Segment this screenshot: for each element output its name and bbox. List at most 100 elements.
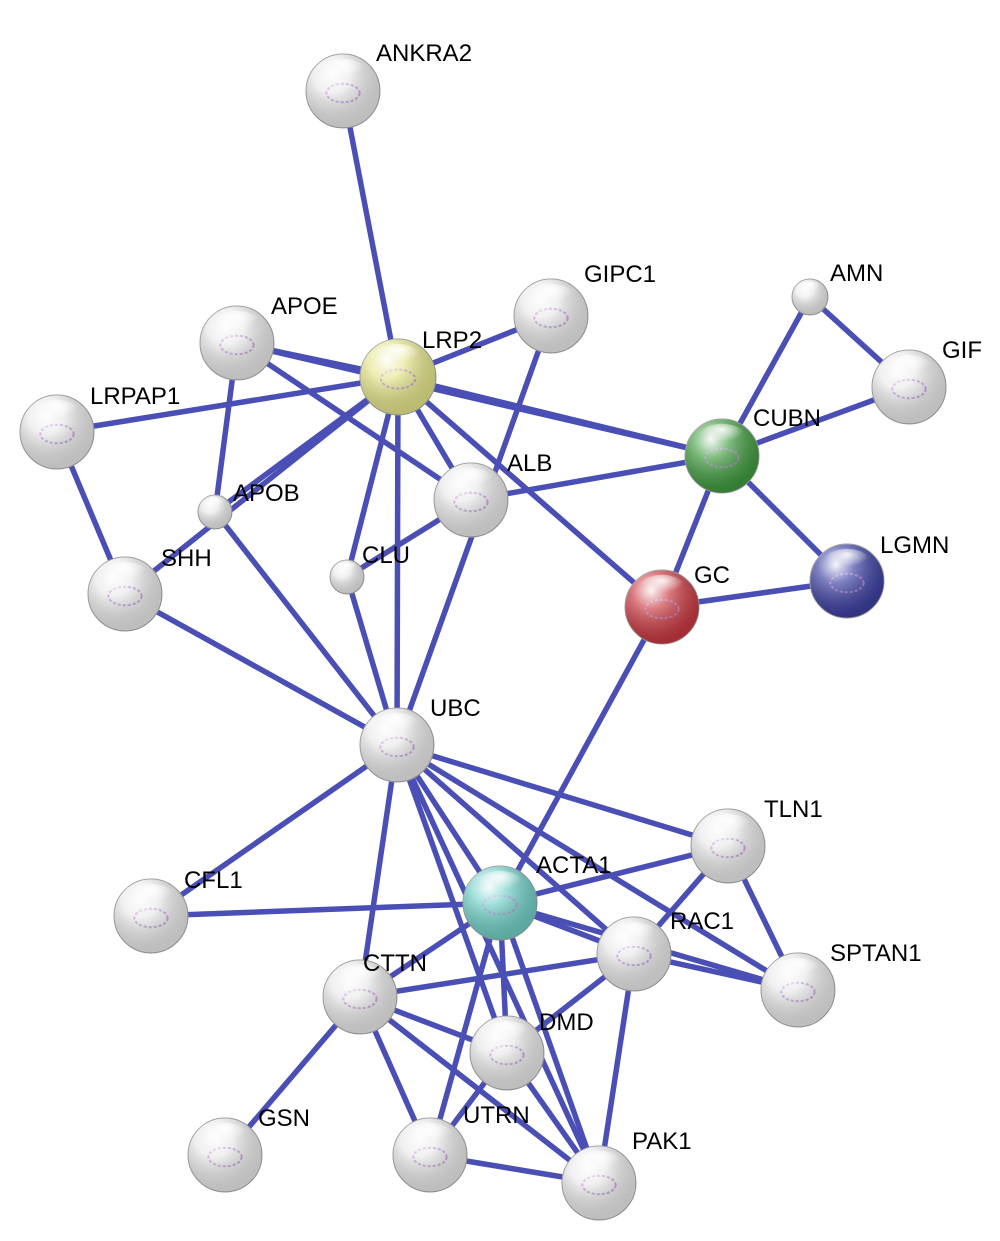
node-highlight xyxy=(34,399,80,424)
node-highlight xyxy=(375,343,421,369)
node-acta1[interactable]: ACTA1 xyxy=(462,852,612,941)
edge-ubc-cttn xyxy=(357,742,400,1000)
node-highlight xyxy=(407,1122,453,1147)
node-lrp2[interactable]: LRP2 xyxy=(359,327,482,416)
node-label: ANKRA2 xyxy=(376,40,472,67)
node-highlight xyxy=(576,1150,622,1175)
node-pak1[interactable]: PAK1 xyxy=(561,1128,692,1221)
edge-acta1-utrn xyxy=(427,900,503,1158)
edge-lrp2-shh xyxy=(122,374,401,597)
node-highlight xyxy=(448,467,494,492)
node-label: UTRN xyxy=(463,1102,530,1129)
node-shh[interactable]: SHH xyxy=(87,545,212,632)
node-highlight xyxy=(336,562,358,574)
node-sptan1[interactable]: SPTAN1 xyxy=(760,940,922,1028)
edge-ubc-tln1 xyxy=(394,742,731,849)
node-highlight xyxy=(824,548,870,573)
node-label: ALB xyxy=(507,450,552,477)
node-highlight xyxy=(477,870,523,895)
edge-apob-ubc xyxy=(212,509,400,748)
node-highlight xyxy=(611,921,657,946)
node-gsn[interactable]: GSN xyxy=(187,1105,310,1193)
edge-lrpap1-lrp2 xyxy=(54,374,401,435)
node-label: GSN xyxy=(258,1105,310,1132)
node-highlight xyxy=(886,354,932,379)
node-highlight xyxy=(799,281,821,293)
node-label: LGMN xyxy=(880,532,949,559)
edge-ubc-dmd xyxy=(394,742,510,1056)
node-highlight xyxy=(320,58,366,83)
node-gc[interactable]: GC xyxy=(624,562,730,645)
node-label: AMN xyxy=(830,260,883,287)
node-label: ACTA1 xyxy=(536,852,612,879)
edge-shh-ubc xyxy=(122,591,400,748)
node-dmd[interactable]: DMD xyxy=(469,1009,594,1091)
node-lgmn[interactable]: LGMN xyxy=(809,532,949,619)
node-cfl1[interactable]: CFL1 xyxy=(113,867,243,954)
node-gif[interactable]: GIF xyxy=(871,337,982,425)
node-label: GC xyxy=(694,562,730,589)
node-highlight xyxy=(202,1122,248,1147)
node-highlight xyxy=(775,957,821,982)
node-highlight xyxy=(528,283,574,308)
edge-apoe-alb xyxy=(234,340,474,503)
node-ankra2[interactable]: ANKRA2 xyxy=(305,40,472,129)
node-alb[interactable]: ALB xyxy=(433,450,552,538)
edge-ubc-pak1 xyxy=(394,742,602,1186)
edge-cubn-alb xyxy=(468,453,725,503)
node-label: APOB xyxy=(233,480,300,507)
node-label: CUBN xyxy=(753,405,821,432)
node-highlight xyxy=(337,964,383,989)
node-highlight xyxy=(639,574,685,599)
edge-ubc-cfl1 xyxy=(148,742,400,919)
node-label: CLU xyxy=(362,542,410,569)
edge-lrp2-ubc xyxy=(394,374,401,748)
node-label: PAK1 xyxy=(632,1128,692,1155)
node-label: APOE xyxy=(271,293,338,320)
node-highlight xyxy=(128,883,174,908)
node-cubn[interactable]: CUBN xyxy=(684,405,821,494)
edge-acta1-pak1 xyxy=(497,900,602,1186)
node-lrpap1[interactable]: LRPAP1 xyxy=(19,383,180,470)
edge-lrp2-cubn xyxy=(395,374,725,459)
node-rac1[interactable]: RAC1 xyxy=(596,908,734,992)
node-label: LRP2 xyxy=(422,327,482,354)
node-ubc[interactable]: UBC xyxy=(359,695,481,783)
edge-gc-acta1 xyxy=(497,604,665,906)
node-gipc1[interactable]: GIPC1 xyxy=(513,261,656,354)
node-highlight xyxy=(102,561,148,586)
node-apoe[interactable]: APOE xyxy=(199,293,338,381)
node-highlight xyxy=(705,813,751,838)
edge-acta1-cfl1 xyxy=(148,900,503,919)
edge-ankra2-lrp2 xyxy=(340,88,401,380)
node-label: UBC xyxy=(430,695,481,722)
edge-ubc-rac1 xyxy=(394,742,637,957)
node-highlight xyxy=(214,310,260,335)
node-label: CTTN xyxy=(363,950,427,977)
node-clu[interactable]: CLU xyxy=(329,542,410,595)
node-label: GIPC1 xyxy=(584,261,656,288)
node-label: CFL1 xyxy=(184,867,243,894)
node-utrn[interactable]: UTRN xyxy=(392,1102,530,1193)
node-label: TLN1 xyxy=(764,796,823,823)
node-label: GIF xyxy=(942,337,982,364)
node-cttn[interactable]: CTTN xyxy=(322,950,427,1035)
edge-rac1-pak1 xyxy=(596,951,637,1186)
node-label: DMD xyxy=(539,1009,594,1036)
node-highlight xyxy=(204,497,226,509)
node-highlight xyxy=(374,712,420,737)
node-label: SHH xyxy=(161,545,212,572)
edge-rac1-cttn xyxy=(357,951,637,1000)
node-label: LRPAP1 xyxy=(90,383,180,410)
node-amn[interactable]: AMN xyxy=(791,260,883,316)
node-label: SPTAN1 xyxy=(830,940,922,967)
node-label: RAC1 xyxy=(670,908,734,935)
node-apob[interactable]: APOB xyxy=(197,480,300,530)
edge-ubc-sptan1 xyxy=(394,742,801,993)
node-highlight xyxy=(699,423,745,448)
edge-tln1-acta1 xyxy=(497,843,731,906)
node-highlight xyxy=(484,1020,530,1045)
node-tln1[interactable]: TLN1 xyxy=(690,796,823,884)
